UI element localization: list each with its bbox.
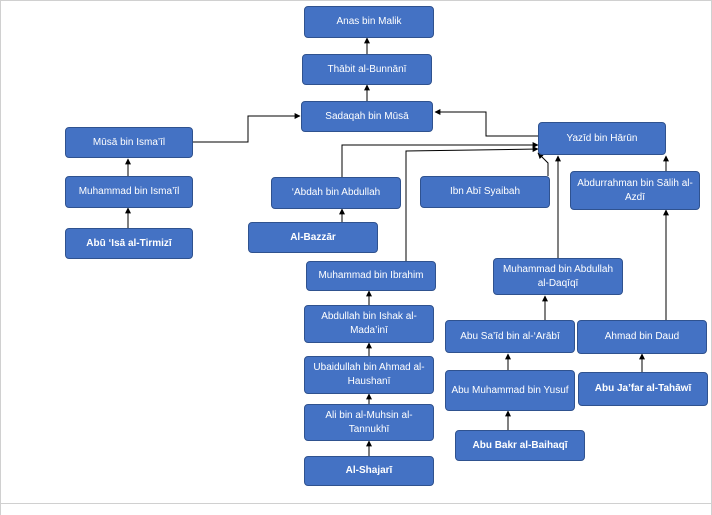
- node-ubaidullah-bin-ahmad: Ubaidullah bin Ahmad al-Haushanī: [304, 356, 434, 394]
- node-abu-bakr-al-baihaqi: Abu Bakr al-Baihaqī: [455, 430, 585, 461]
- frame-bottom-border: [0, 503, 712, 504]
- frame-top-border: [0, 0, 712, 1]
- node-muhammad-bin-ismail: Muhammad bin Isma’īl: [65, 176, 193, 208]
- node-muhammad-bin-ibrahim: Muhammad bin Ibrahim: [306, 261, 436, 291]
- node-abu-jafar-al-tahawi: Abu Ja’far al-Tahāwī: [578, 372, 708, 406]
- node-al-bazzar: Al-Bazzār: [248, 222, 378, 253]
- node-abdullah-bin-ishak: Abdullah bin Ishak al-Mada’inī: [304, 305, 434, 343]
- node-yazid-bin-harun: Yazīd bin Hārūn: [538, 122, 666, 155]
- node-al-shajari: Al-Shajarī: [304, 456, 434, 486]
- edge-yazid-sadaqah: [434, 109, 538, 137]
- node-ibn-abi-syaibah: Ibn Abī Syaibah: [420, 176, 550, 208]
- node-musa-bin-ismail: Mūsā bin Isma’īl: [65, 127, 193, 158]
- node-sadaqah-bin-musa: Sadaqah bin Mūsā: [301, 101, 433, 132]
- edge-muhammad-ibrahim-yazid: [405, 146, 539, 261]
- node-thabit-al-bunnani: Thābit al-Bunnānī: [302, 54, 432, 85]
- node-abdurrahman-bin-salih: Abdurrahman bin Sālih al-Azdī: [570, 171, 700, 210]
- frame-left-border: [0, 0, 1, 515]
- node-abdah-bin-abdullah: ‘Abdah bin Abdullah: [271, 177, 401, 209]
- node-abu-isa-al-tirmizi: Abū ‘Isā al-Tirmizī: [65, 228, 193, 259]
- node-anas-bin-malik: Anas bin Malik: [304, 6, 434, 38]
- node-muhammad-bin-abdullah-al-daqiqi: Muhammad bin Abdullah al-Daqīqī: [493, 258, 623, 295]
- node-ali-bin-al-muhsin: Ali bin al-Muhsin al-Tannukhī: [304, 404, 434, 441]
- node-abu-said-bin-al-arabi: Abu Sa’īd bin al-‘Arābī: [445, 320, 575, 353]
- edge-abdah-yazid: [341, 142, 539, 177]
- node-ahmad-bin-daud: Ahmad bin Daud: [577, 320, 707, 354]
- node-abu-muhammad-bin-yusuf: Abu Muhammad bin Yusuf: [445, 370, 575, 411]
- edge-ibn-abi-yazid: [537, 152, 549, 176]
- edge-musa-sadaqah: [193, 113, 301, 143]
